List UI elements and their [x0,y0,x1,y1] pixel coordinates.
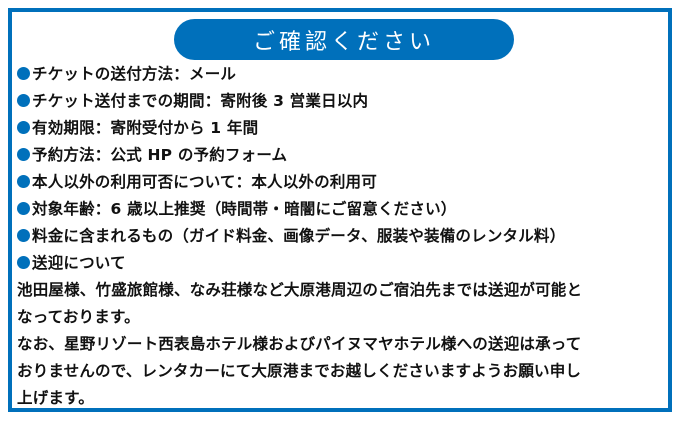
info-item-reservation-method: 予約方法：公式 HP の予約フォーム [17,142,667,169]
bullet-icon [17,94,30,107]
info-item-expiration: 有効期限：寄附受付から 1 年間 [17,115,667,142]
notice-title-banner: ご確認ください [174,19,514,60]
bullet-icon [17,148,30,161]
pickup-paragraph-line: なっております。 [17,308,140,326]
bullet-icon [17,229,30,242]
pickup-paragraph-line: 上げます。 [17,389,94,407]
info-item-pickup: 送迎について [17,250,667,277]
pickup-paragraph-line: なお、星野リゾート西表島ホテル様およびパイヌマヤホテル様への送迎は承って [17,335,582,353]
bullet-icon [17,67,30,80]
info-item-transferability: 本人以外の利用可否について：本人以外の利用可 [17,169,667,196]
notice-content: チケットの送付方法：メール チケット送付までの期間：寄附後 3 営業日以内 有効… [17,61,667,412]
bullet-icon [17,175,30,188]
info-item-delivery-method: チケットの送付方法：メール [17,61,667,88]
bullet-icon [17,121,30,134]
info-item-target-age: 対象年齢：6 歳以上推奨（時間帯・暗闇にご留意ください） [17,196,667,223]
pickup-paragraph-line: 池田屋様、竹盛旅館様、なみ荘様など大原港周辺のご宿泊先までは送迎が可能と [17,281,583,299]
notice-title: ご確認ください [252,29,435,55]
notice-box: ご確認ください チケットの送付方法：メール チケット送付までの期間：寄附後 3 … [8,8,672,412]
info-item-included: 料金に含まれるもの（ガイド料金、画像データ、服装や装備のレンタル料） [17,223,667,250]
pickup-paragraph-line: おりませんので、レンタカーにて大原港までお越しくださいますようお願い申し [17,362,582,380]
bullet-icon [17,256,30,269]
bullet-icon [17,202,30,215]
info-item-delivery-period: チケット送付までの期間：寄附後 3 営業日以内 [17,88,667,115]
